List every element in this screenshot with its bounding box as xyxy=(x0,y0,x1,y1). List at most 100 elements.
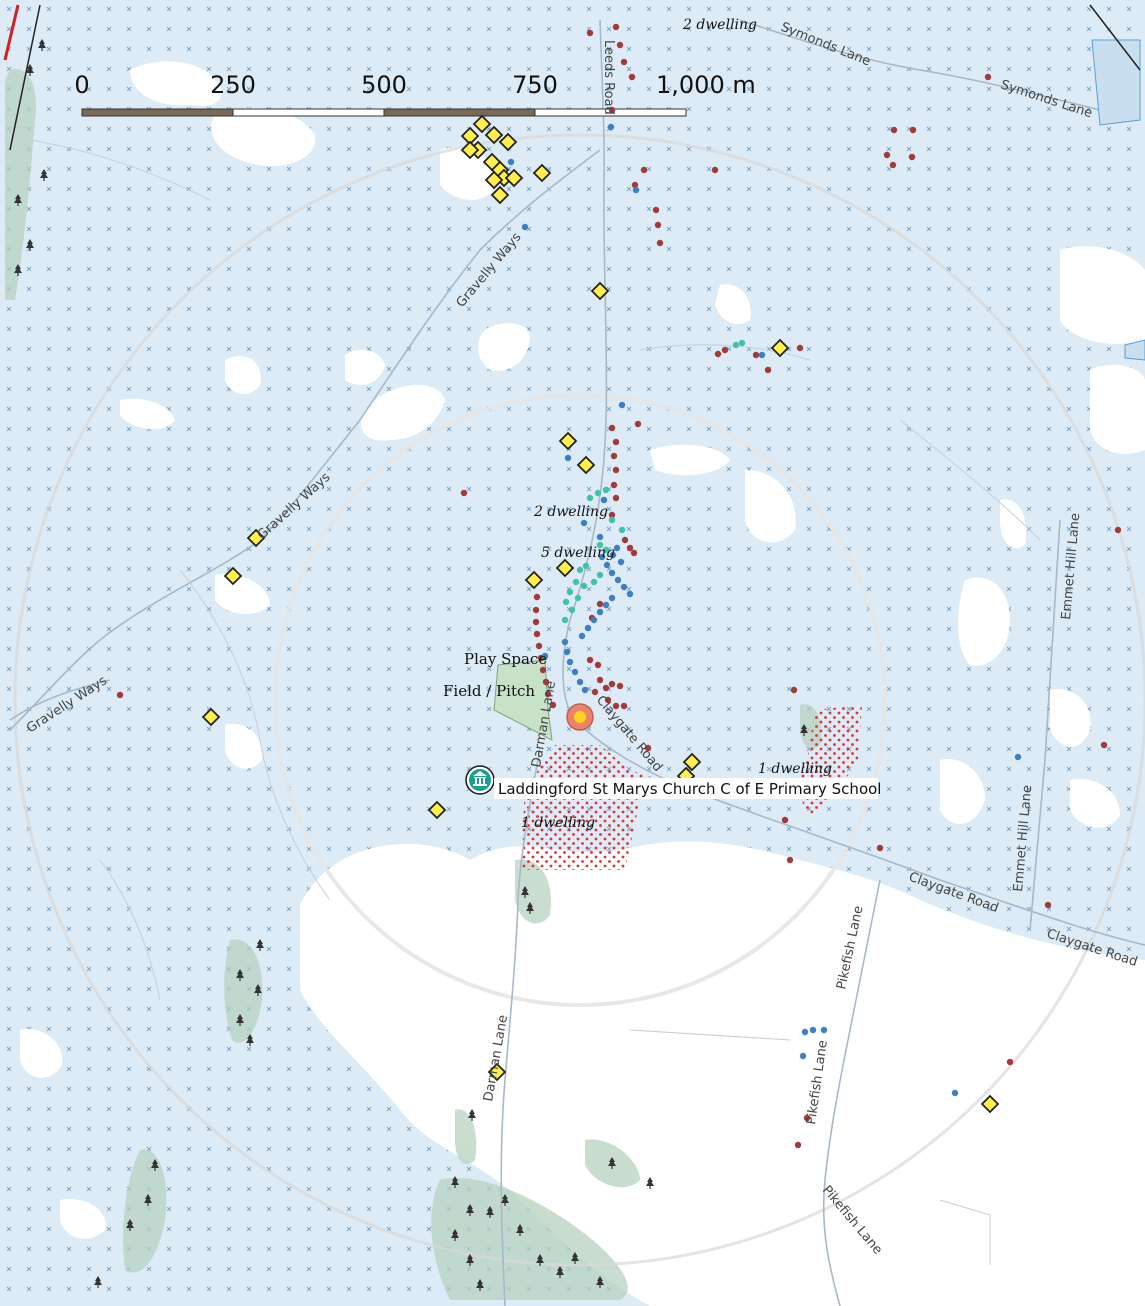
tree-icon xyxy=(466,1254,474,1266)
woodland-layer xyxy=(5,69,822,1300)
diamond-marker-icon xyxy=(504,168,524,188)
blue-point xyxy=(799,1052,807,1060)
blue-point xyxy=(571,668,579,676)
tree-icon xyxy=(608,1157,616,1169)
red-point xyxy=(586,29,594,37)
red-point xyxy=(640,166,648,174)
red-point xyxy=(610,452,618,460)
blue-point xyxy=(596,533,604,541)
red-point xyxy=(591,688,599,696)
red-point xyxy=(628,73,636,81)
red-point xyxy=(714,350,722,358)
teal-point xyxy=(572,578,580,586)
tree-icon xyxy=(501,1194,509,1206)
blue-point xyxy=(507,158,515,166)
play-space-label: Play Space xyxy=(464,650,547,668)
red-point xyxy=(1044,901,1052,909)
tree-icon xyxy=(571,1252,579,1264)
teal-point xyxy=(562,598,570,606)
diamond-marker-icon xyxy=(590,281,610,301)
dry-land-layer xyxy=(20,61,1145,1306)
tree-icon xyxy=(26,239,34,251)
tree-icon xyxy=(646,1177,654,1189)
tree-icon xyxy=(468,1109,476,1121)
dwelling-label: 2 dwelling xyxy=(682,17,757,33)
blue-point xyxy=(521,223,529,231)
red-point xyxy=(608,680,616,688)
stream-lines xyxy=(1091,39,1145,361)
blue-point xyxy=(820,1026,828,1034)
red-point xyxy=(612,702,620,710)
red-point xyxy=(984,73,992,81)
red-point xyxy=(626,544,634,552)
red-point xyxy=(608,106,616,114)
dwelling-label: 1 dwelling xyxy=(758,761,832,777)
blue-point xyxy=(603,561,611,569)
diamond-marker-icon xyxy=(498,132,518,152)
tree-icon xyxy=(144,1194,152,1206)
blue-point xyxy=(618,401,626,409)
tree-icon xyxy=(556,1266,564,1278)
school-icon[interactable] xyxy=(465,765,495,795)
blue-point xyxy=(561,638,569,646)
blue-point xyxy=(608,569,616,577)
diamond-marker-icon xyxy=(980,1094,1000,1114)
red-point xyxy=(1114,526,1122,534)
tree-icon xyxy=(254,984,262,996)
red-point xyxy=(542,678,550,686)
scale-tick-250: 250 xyxy=(210,71,256,99)
blue-point xyxy=(602,601,610,609)
tree-icon xyxy=(38,39,46,51)
red-point xyxy=(652,206,660,214)
teal-point xyxy=(561,616,569,624)
blue-point-layer xyxy=(507,123,1022,1097)
tree-icon xyxy=(466,1204,474,1216)
tree-icon xyxy=(151,1159,159,1171)
tree-icon xyxy=(536,1254,544,1266)
diamond-marker-icon xyxy=(460,140,480,160)
blue-point xyxy=(566,658,574,666)
teal-point xyxy=(602,486,610,494)
teal-point xyxy=(566,588,574,596)
blue-point xyxy=(1014,753,1022,761)
scale-tick-0: 0 xyxy=(74,71,89,99)
blue-point xyxy=(584,624,592,632)
red-point xyxy=(594,661,602,669)
red-point xyxy=(612,438,620,446)
diamond-marker-icon xyxy=(472,114,492,134)
field-pitch-label: Field / Pitch xyxy=(443,682,535,700)
red-point xyxy=(586,656,594,664)
dwelling-label: 5 dwelling xyxy=(541,545,615,561)
red-point xyxy=(596,600,604,608)
blue-point xyxy=(564,454,572,462)
teal-point xyxy=(608,516,616,524)
red-point xyxy=(908,153,916,161)
teal-point xyxy=(576,566,584,574)
red-point xyxy=(532,618,540,626)
teal-point xyxy=(596,541,604,549)
red-point xyxy=(604,696,612,704)
tree-icon xyxy=(596,1276,604,1288)
blue-point xyxy=(758,351,766,359)
blue-point xyxy=(609,551,617,559)
red-point xyxy=(610,481,618,489)
red-point xyxy=(786,856,794,864)
red-point xyxy=(781,816,789,824)
teal-point xyxy=(590,578,598,586)
diamond-marker-icon xyxy=(223,566,243,586)
red-point xyxy=(608,511,616,519)
road-network xyxy=(9,19,1145,1306)
diamond-marker-icon xyxy=(484,170,504,190)
red-point xyxy=(608,424,616,432)
red-point xyxy=(612,494,620,502)
red-point xyxy=(602,684,610,692)
blue-point xyxy=(576,678,584,686)
teal-point xyxy=(732,341,740,349)
blue-point xyxy=(590,616,598,624)
target-marker-icon[interactable] xyxy=(566,703,594,731)
blue-point xyxy=(580,519,588,527)
blue-point xyxy=(581,686,589,694)
blue-point xyxy=(626,590,634,598)
teal-point xyxy=(568,606,576,614)
